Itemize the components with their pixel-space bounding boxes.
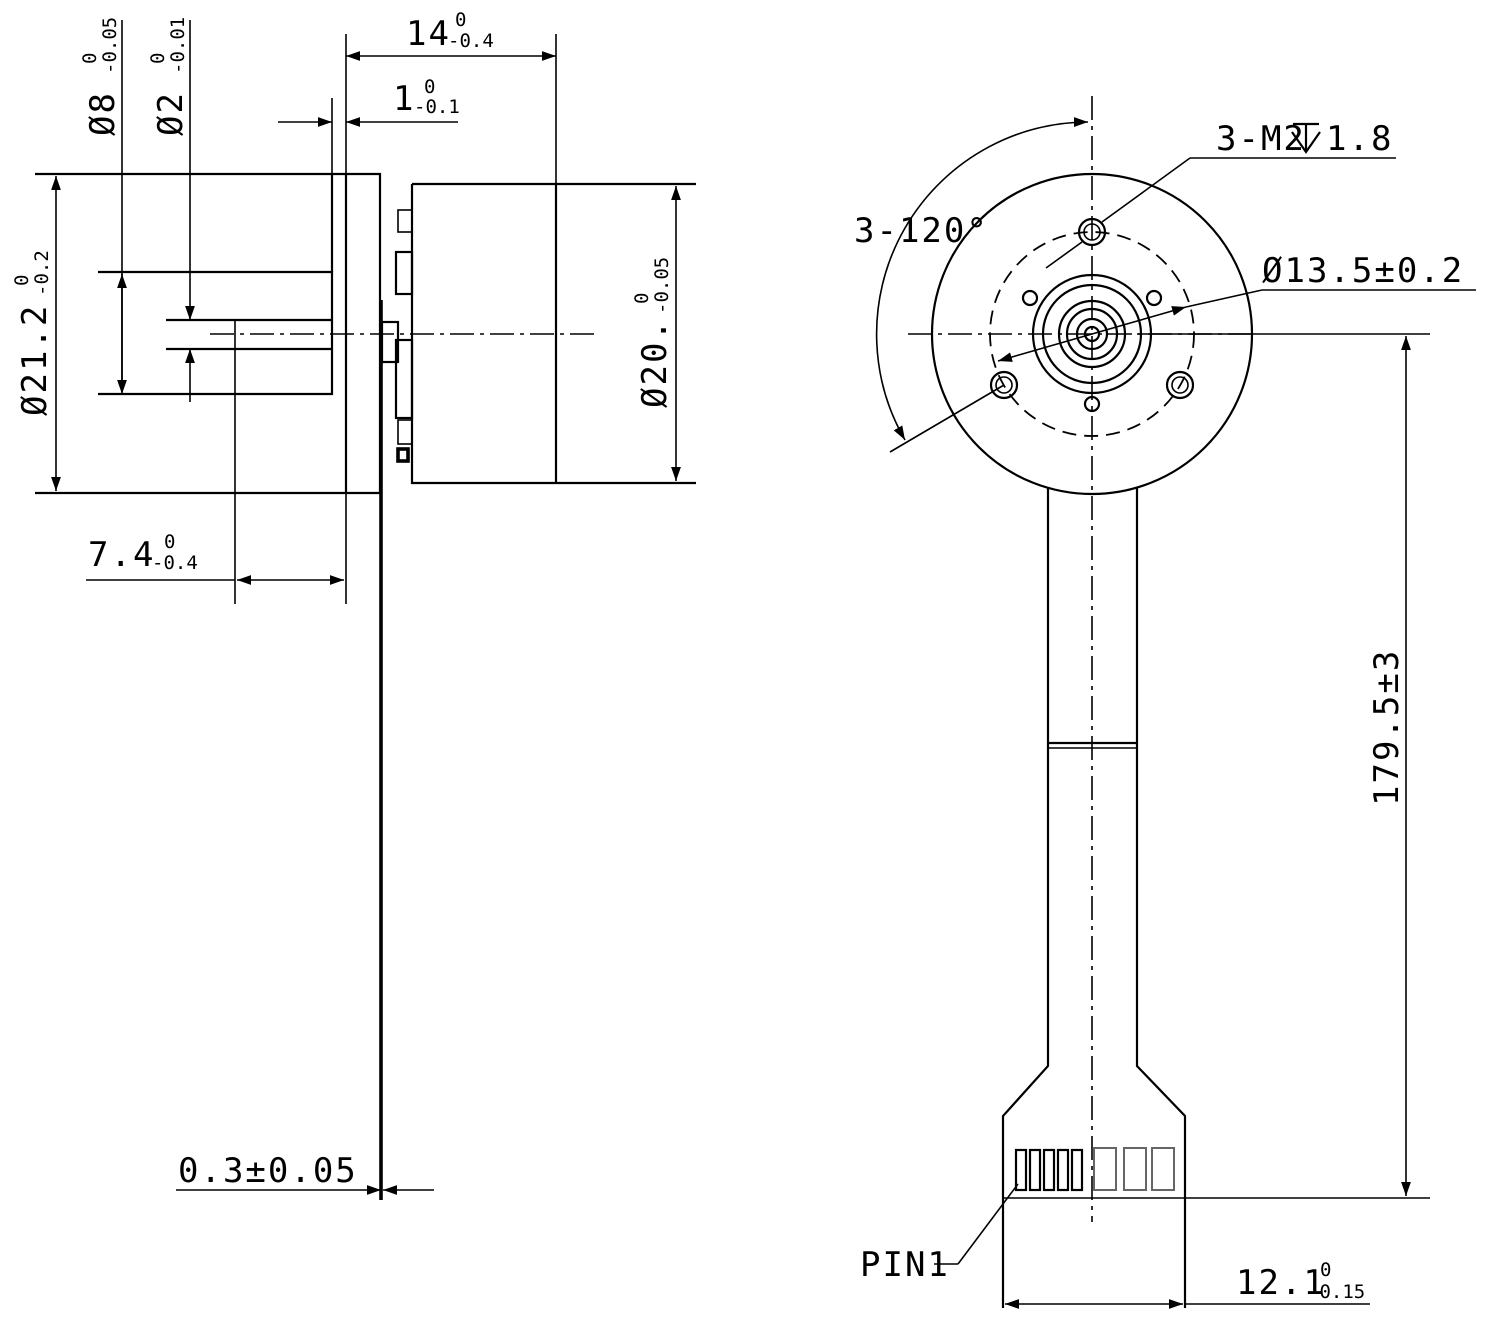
dim-dia2-label: Ø2 0 -0.01: [147, 17, 191, 136]
flange-outline: [35, 172, 382, 495]
dim-dia8-lower-tol: -0.05: [99, 17, 121, 74]
depth-symbol: [1291, 122, 1321, 154]
dim-dia20-label: Ø20. 0 -0.05: [631, 257, 675, 408]
dim-dia2-lower-tol: -0.01: [167, 17, 189, 74]
dim-dia21-label: Ø21.2 0 -0.2: [11, 250, 55, 416]
dim-dia8-text: Ø8: [83, 91, 123, 136]
pin1-label: PIN1: [860, 1245, 950, 1285]
pcd-note-text: Ø13.5±0.2: [1262, 251, 1464, 291]
dim-dia21-text: Ø21.2: [15, 304, 55, 416]
pcd-dim-line: [997, 306, 1187, 362]
pcd-leader: [1185, 289, 1263, 308]
holes-depth-text: 1.8: [1326, 119, 1393, 159]
back-plate-details: [380, 209, 414, 463]
dim-dia2-upper-tol: 0: [147, 53, 169, 64]
dim-width-lower-tol: -0.15: [1308, 1281, 1365, 1303]
dim-length-upper-tol: 0: [455, 9, 466, 31]
holes-leader-tail: [1045, 241, 1083, 269]
dim-shaft-text: 7.4: [88, 535, 155, 575]
dim-length-lower-tol: -0.4: [448, 30, 494, 52]
length-label: 179.5±3: [1367, 649, 1407, 806]
dim-shaft-lower-tol: -0.4: [152, 552, 198, 574]
dim-dia8-upper-tol: 0: [79, 53, 101, 64]
angle-note-text: 3-120°: [854, 211, 989, 251]
dim-flange-upper-tol: 0: [424, 76, 435, 98]
holes-note-text: 3-M2: [1216, 119, 1306, 159]
dim-width-text: 12.1: [1236, 1263, 1326, 1303]
dim-dia2-text: Ø2: [151, 91, 191, 136]
bushing-outline: [98, 270, 334, 396]
angle-ext-line: [889, 384, 1005, 453]
dim-flange-lower-tol: -0.1: [414, 96, 460, 118]
pin1-leader: [957, 1183, 1019, 1265]
dim-shaft-upper-tol: 0: [164, 531, 175, 553]
dim-dia20-lower-tol: -0.05: [651, 257, 673, 314]
front-view: 3-M2 1.8 3-120° Ø13.5±0.2 179.5±3 PIN1 1…: [854, 96, 1476, 1309]
dim-length-text: 14: [406, 14, 451, 54]
dim-width-upper-tol: 0: [1320, 1259, 1331, 1281]
connector-pads: [1014, 1147, 1175, 1192]
angle-arc: [875, 117, 1089, 441]
dim-fpc-thickness-text: 0.3±0.05: [178, 1151, 358, 1191]
dim-dia20-text: Ø20.: [635, 318, 675, 408]
dim-dia21-lower-tol: -0.2: [31, 250, 53, 296]
dim-dia8-label: Ø8 0 -0.05: [79, 17, 123, 136]
side-view: 14 0 -0.4 1 0 -0.1 Ø8 0 -0.05 Ø2 0 -0.01…: [11, 9, 696, 1200]
holes-leader: [1101, 157, 1191, 223]
fpc-cable-outline: [1001, 487, 1187, 1308]
length-note-text: 179.5±3: [1367, 649, 1407, 806]
dim-dia21-upper-tol: 0: [11, 275, 33, 286]
dim-dia20-upper-tol: 0: [631, 293, 653, 304]
dim-flange-text: 1: [393, 79, 415, 119]
